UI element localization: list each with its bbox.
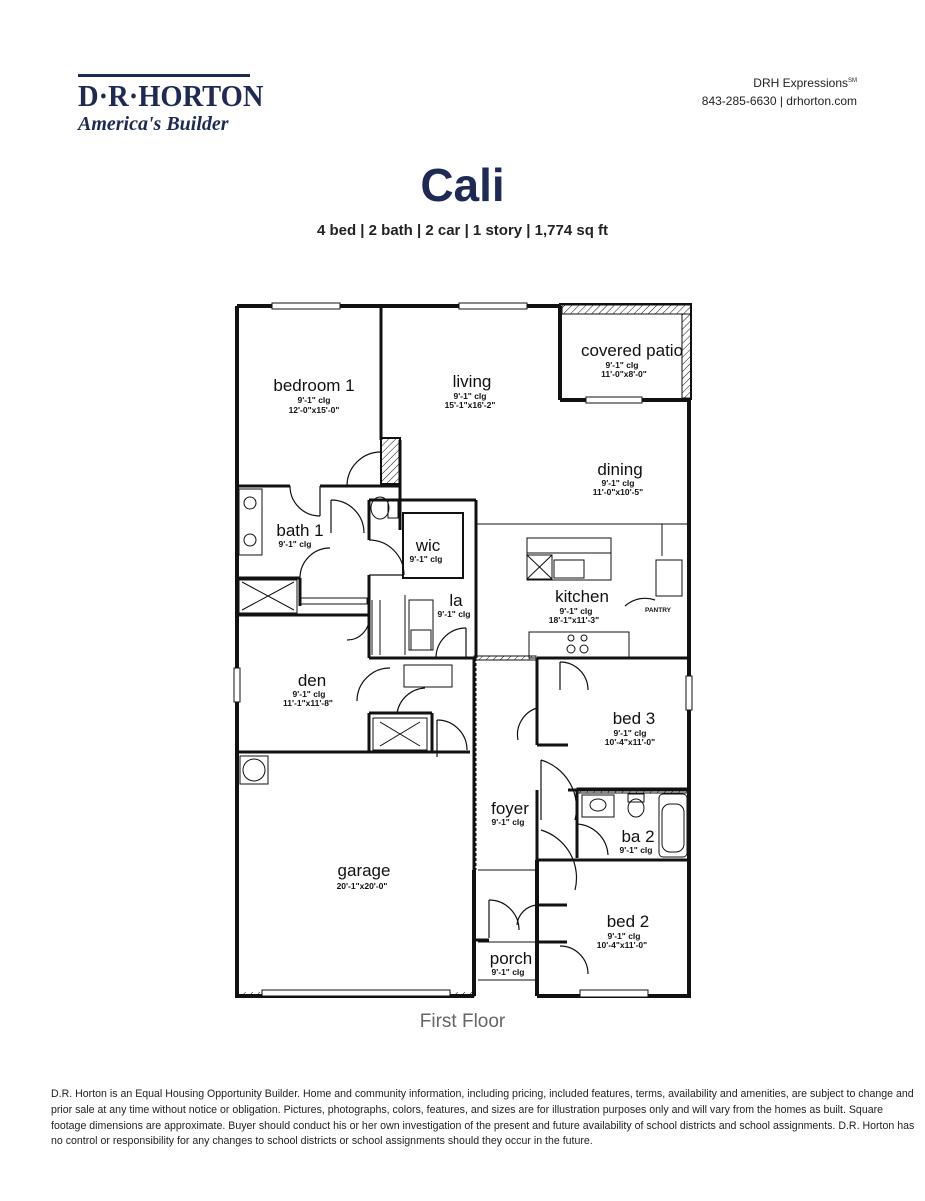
contact-line1: DRH Expressions xyxy=(753,76,848,90)
room-clg-bed3: 9'-1" clg xyxy=(614,728,647,738)
room-size-bed3: 10'-4"x11'-0" xyxy=(605,737,655,747)
room-clg-foyer: 9'-1" clg xyxy=(492,817,525,827)
room-size-covered-patio: 11'-0"x8'-0" xyxy=(601,369,647,379)
room-clg-la: 9'-1" clg xyxy=(438,609,471,619)
windows xyxy=(233,302,693,998)
room-name-living: living xyxy=(453,372,492,391)
covered-patio-structure xyxy=(558,303,692,400)
room-clg-covered-patio: 9'-1" clg xyxy=(606,360,639,370)
room-name-bath1: bath 1 xyxy=(276,521,323,540)
logo-rule xyxy=(78,74,250,77)
room-size-bed2: 10'-4"x11'-0" xyxy=(597,940,647,950)
room-name-garage: garage xyxy=(338,861,391,880)
room-clg-bed2: 9'-1" clg xyxy=(608,931,641,941)
room-clg-kitchen: 9'-1" clg xyxy=(560,606,593,616)
room-size-dining: 11'-0"x10'-5" xyxy=(593,487,643,497)
door-swings xyxy=(289,451,656,975)
brand-tagline: America's Builder xyxy=(78,113,229,135)
room-name-bedroom1: bedroom 1 xyxy=(273,376,354,395)
plan-specs: 4 bed | 2 bath | 2 car | 1 story | 1,774… xyxy=(316,222,609,239)
room-clg-wic: 9'-1" clg xyxy=(410,554,443,564)
brand-name: D·R·HORTON xyxy=(78,78,264,113)
service-mark: SM xyxy=(848,78,857,84)
room-clg-porch: 9'-1" clg xyxy=(492,967,525,977)
room-name-dining: dining xyxy=(597,460,642,479)
room-size-living: 15'-1"x16'-2" xyxy=(445,400,496,410)
room-name-bed2: bed 2 xyxy=(607,912,650,931)
room-name-kitchen: kitchen xyxy=(555,587,609,606)
room-name-pantry: PANTRY xyxy=(645,607,672,614)
room-clg-ba2: 9'-1" clg xyxy=(620,845,653,855)
room-name-covered-patio: covered patio xyxy=(581,341,683,360)
plan-title: Cali xyxy=(420,159,505,211)
room-size-bedroom1: 12'-0"x15'-0" xyxy=(289,405,340,415)
brand-logo: D·R·HORTON America's Builder xyxy=(78,74,264,135)
contact-block: DRH ExpressionsSM 843-285-6630 | drhorto… xyxy=(702,72,857,110)
room-clg-living: 9'-1" clg xyxy=(454,391,487,401)
fixture-lines xyxy=(238,488,689,981)
floor-label: First Floor xyxy=(419,1011,506,1032)
room-name-bed3: bed 3 xyxy=(613,709,656,728)
room-clg-bath1: 9'-1" clg xyxy=(279,539,312,549)
room-size-garage: 20'-1"x20'-0" xyxy=(337,881,388,891)
room-clg-bedroom1: 9'-1" clg xyxy=(298,395,331,405)
room-name-den: den xyxy=(298,671,326,690)
room-name-foyer: foyer xyxy=(491,799,529,818)
room-name-ba2: ba 2 xyxy=(621,827,654,846)
legal-disclaimer: D.R. Horton is an Equal Housing Opportun… xyxy=(51,1088,915,1148)
room-name-porch: porch xyxy=(490,949,533,968)
room-name-wic: wic xyxy=(415,536,441,555)
room-size-den: 11'-1"x11'-8" xyxy=(283,698,333,708)
room-size-kitchen: 18'-1"x11'-3" xyxy=(549,615,599,625)
contact-line2: 843-285-6630 | drhorton.com xyxy=(701,94,857,108)
room-name-la: la xyxy=(449,591,463,610)
room-clg-den: 9'-1" clg xyxy=(293,689,326,699)
room-clg-dining: 9'-1" clg xyxy=(602,478,635,488)
